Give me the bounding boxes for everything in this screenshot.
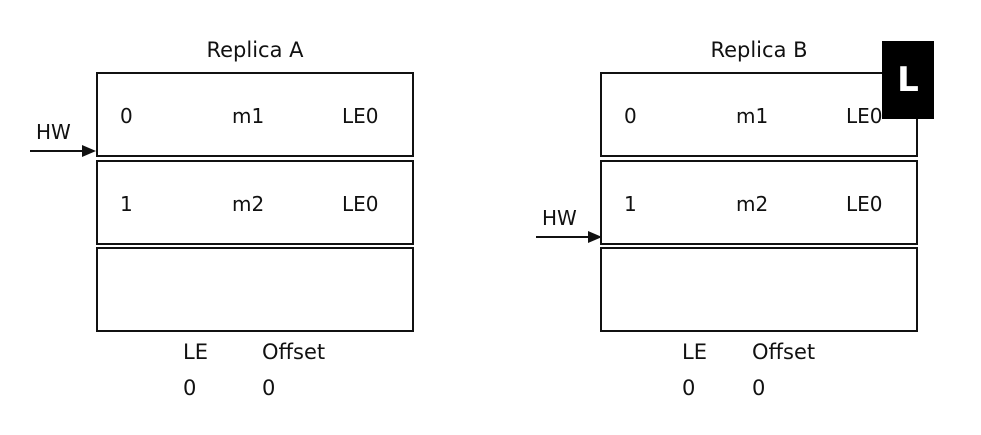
entry-offset: 0 — [624, 104, 637, 128]
entry-offset: 0 — [120, 104, 133, 128]
log-entry-offset-1: 1 m2 LE0 — [96, 160, 414, 245]
entry-message: m1 — [736, 104, 769, 128]
offset-value: 0 — [752, 376, 766, 400]
entry-message: m2 — [736, 192, 769, 216]
entry-message: m1 — [232, 104, 265, 128]
log-entry-empty — [600, 247, 918, 332]
replica-b: Replica B 0 m1 LE0 1 m2 LE0 LE Offset 0 … — [600, 0, 920, 435]
le-header: LE — [183, 340, 208, 364]
log-entry-offset-0: 0 m1 LE0 — [96, 72, 414, 157]
entry-offset: 1 — [120, 192, 133, 216]
high-watermark-b: HW — [536, 206, 606, 246]
log-entry-offset-0: 0 m1 LE0 — [600, 72, 918, 157]
replica-a-title: Replica A — [206, 38, 304, 62]
entry-epoch: LE0 — [846, 192, 883, 216]
entry-message: m2 — [232, 192, 265, 216]
arrow-right-icon — [536, 231, 602, 243]
entry-epoch: LE0 — [342, 104, 379, 128]
log-entry-offset-1: 1 m2 LE0 — [600, 160, 918, 245]
hw-label: HW — [36, 120, 71, 144]
offset-header: Offset — [262, 340, 326, 364]
entry-epoch: LE0 — [342, 192, 379, 216]
arrow-right-icon — [30, 145, 96, 157]
leader-badge: L — [882, 41, 934, 119]
high-watermark-a: HW — [30, 120, 100, 160]
le-value: 0 — [183, 376, 197, 400]
entry-offset: 1 — [624, 192, 637, 216]
log-entry-empty — [96, 247, 414, 332]
replica-b-title: Replica B — [710, 38, 808, 62]
le-header: LE — [682, 340, 707, 364]
le-value: 0 — [682, 376, 696, 400]
entry-epoch: LE0 — [846, 104, 883, 128]
hw-label: HW — [542, 206, 577, 230]
offset-header: Offset — [752, 340, 816, 364]
offset-value: 0 — [262, 376, 276, 400]
replica-a: Replica A 0 m1 LE0 1 m2 LE0 LE Offset 0 … — [96, 0, 416, 435]
